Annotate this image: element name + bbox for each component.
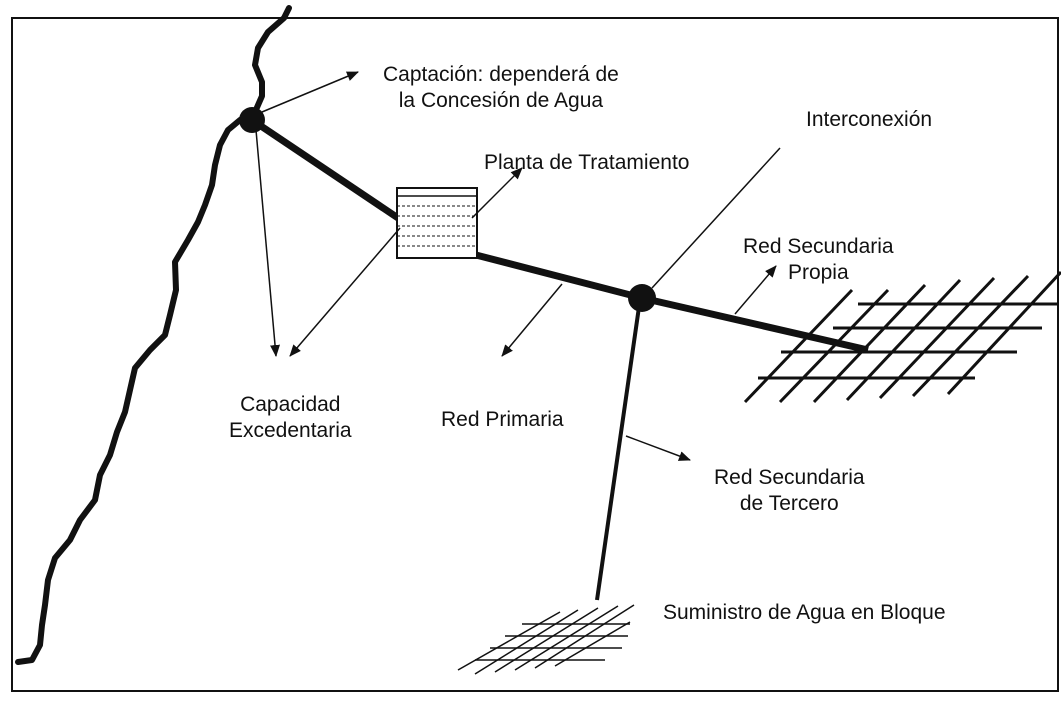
pipe-captacion-planta xyxy=(250,117,400,221)
pipe-interconexion-tercero xyxy=(595,299,642,601)
river xyxy=(15,5,292,665)
label-captacion-line2: la Concesión de Agua xyxy=(398,89,604,112)
label-red-secundaria-propia: Red Secundaria Propia xyxy=(743,234,894,286)
arrow-red-propia xyxy=(734,265,777,315)
label-red-secundaria-propia-line2: Propia xyxy=(787,261,849,284)
arrow-capacidad-right xyxy=(289,227,401,357)
captacion-node xyxy=(239,107,265,133)
label-captacion: Captación: dependerá de la Concesión de … xyxy=(383,62,619,114)
label-capacidad-line2: Excedentaria xyxy=(229,419,352,442)
label-red-primaria: Red Primaria xyxy=(441,408,564,431)
pipe-interconexion-red-propia xyxy=(641,294,869,354)
arrow-red-tercero xyxy=(625,435,691,461)
arrow-capacidad-left xyxy=(255,129,281,357)
label-capacidad-line1: Capacidad xyxy=(240,393,341,416)
pipe-planta-interconexion xyxy=(475,251,643,302)
red-secundaria-propia-grid xyxy=(743,270,1061,404)
arrow-planta xyxy=(471,167,523,219)
line-interconexion xyxy=(651,147,781,289)
arrow-red-primaria xyxy=(501,283,563,357)
label-red-secundaria-tercero: Red Secundaria de Tercero xyxy=(714,465,865,517)
arrow-captacion xyxy=(261,71,359,113)
label-red-secundaria-tercero-line2: de Tercero xyxy=(739,492,839,515)
label-captacion-line1: Captación: dependerá de xyxy=(383,63,619,86)
suministro-bloque-grid xyxy=(457,604,635,675)
label-red-secundaria-propia-line1: Red Secundaria xyxy=(743,235,894,258)
label-suministro-bloque: Suministro de Agua en Bloque xyxy=(663,601,946,624)
label-capacidad-excedentaria: Capacidad Excedentaria xyxy=(229,392,352,444)
annotation-arrows xyxy=(255,71,781,461)
label-interconexion: Interconexión xyxy=(806,108,933,131)
interconexion-node xyxy=(628,284,656,312)
frame-border xyxy=(11,17,1059,692)
label-planta-tratamiento: Planta de Tratamiento xyxy=(484,151,690,174)
planta-tratamiento-icon xyxy=(396,187,478,259)
label-red-secundaria-tercero-line1: Red Secundaria xyxy=(714,466,865,489)
